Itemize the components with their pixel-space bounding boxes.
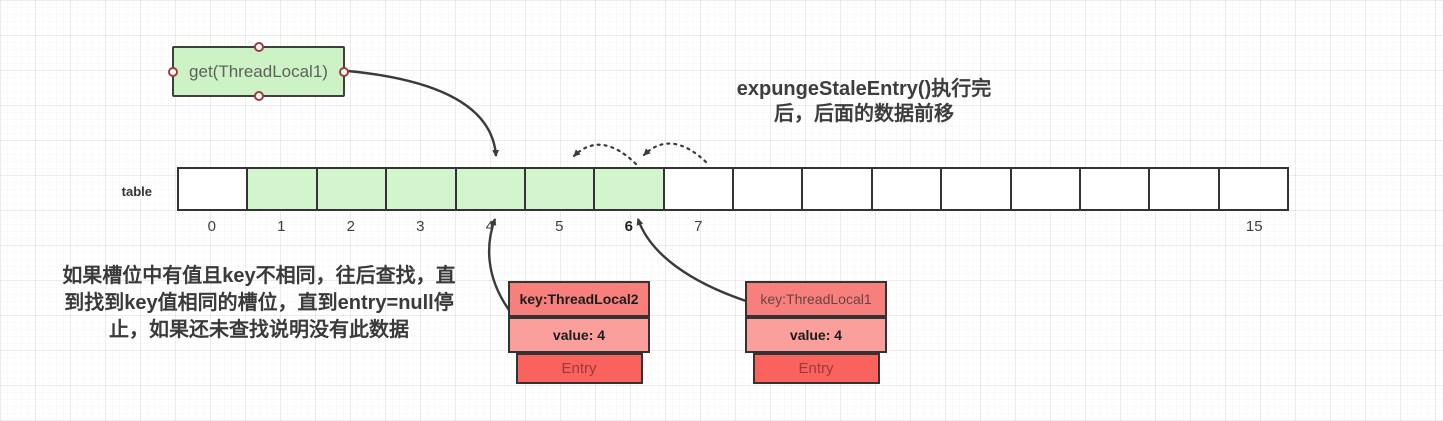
slot-index-label-2: 2 [346,218,355,235]
table-slot-4[interactable] [456,169,526,209]
expunge-callout-line1: expungeStaleEntry()执行完 [736,78,992,100]
connector-dot-right[interactable] [339,66,349,77]
table-array[interactable] [177,167,1289,211]
dotted-arc-slot6-to-slot5 [572,143,638,166]
slot-index-label-6: 6 [624,218,633,235]
connector-dot-bottom[interactable] [253,91,264,101]
table-slot-9[interactable] [803,169,873,209]
entry-type-label: Entry [752,353,880,384]
explanation-note-line2: 到找到key值相同的槽位，直到entry=null停 [64,292,454,314]
explanation-note: 如果槽位中有值且key不相同，往后查找，直 到找到key值相同的槽位，直到ent… [38,263,480,344]
table-slot-15[interactable] [1220,169,1287,209]
get-threadlocal-label: get(ThreadLocal1) [189,61,328,81]
slot-index-label-3: 3 [416,218,425,235]
connector-dot-top[interactable] [253,42,264,52]
expunge-callout: expungeStaleEntry()执行完 后，后面的数据前移 [698,77,1030,127]
slot-index-label-7: 7 [694,218,703,235]
get-threadlocal-box[interactable]: get(ThreadLocal1) [168,42,349,101]
table-slot-14[interactable] [1150,169,1220,209]
slot-index-label-1: 1 [277,218,286,235]
entry-value-label: value: 4 [745,317,887,353]
slot-index-row: 0 1 2 3 4 5 6 7 15 [177,218,1289,235]
expunge-callout-line2: 后，后面的数据前移 [774,103,954,125]
slot-index-label-5: 5 [555,218,564,235]
table-slot-2[interactable] [317,169,388,209]
entry-value-label: value: 4 [508,317,650,353]
table-slot-6[interactable] [595,169,665,209]
entry-box-threadlocal2[interactable]: key:ThreadLocal2 value: 4 Entry [508,281,650,384]
connector-dot-left[interactable] [168,66,178,77]
table-slot-12[interactable] [1012,169,1081,209]
slot-index-label-11 [942,218,1012,235]
table-slot-3[interactable] [387,169,457,209]
explanation-note-line1: 如果槽位中有值且key不相同，往后查找，直 [62,265,456,287]
entry-key-label: key:ThreadLocal2 [508,281,650,317]
table-slot-1[interactable] [248,169,318,209]
slot-index-label-0: 0 [207,218,216,235]
table-slot-5[interactable] [525,169,596,209]
slot-index-label-9 [803,218,873,235]
table-slot-0[interactable] [179,169,249,209]
slot-index-label-4: 4 [485,218,494,235]
slot-index-label-8 [733,218,803,235]
entry-key-label: key:ThreadLocal1 [745,281,887,317]
table-slot-11[interactable] [942,169,1012,209]
slot-index-label-10 [872,218,942,235]
table-slot-8[interactable] [734,169,804,209]
slot-index-label-12 [1011,218,1081,235]
table-slot-7[interactable] [665,169,734,209]
table-slot-10[interactable] [873,169,943,209]
slot-index-label-15: 15 [1245,218,1263,235]
table-label: table [121,184,152,199]
slot-index-label-13 [1081,218,1151,235]
entry-type-label: Entry [515,353,643,384]
table-slot-13[interactable] [1081,169,1151,209]
dotted-arc-slot7-to-slot6 [642,142,708,164]
slot-index-label-14 [1150,218,1220,235]
arrow-get-to-slot4 [347,69,500,157]
explanation-note-line3: 止，如果还未查找说明没有此数据 [109,319,409,341]
entry-box-threadlocal1[interactable]: key:ThreadLocal1 value: 4 Entry [745,281,887,384]
